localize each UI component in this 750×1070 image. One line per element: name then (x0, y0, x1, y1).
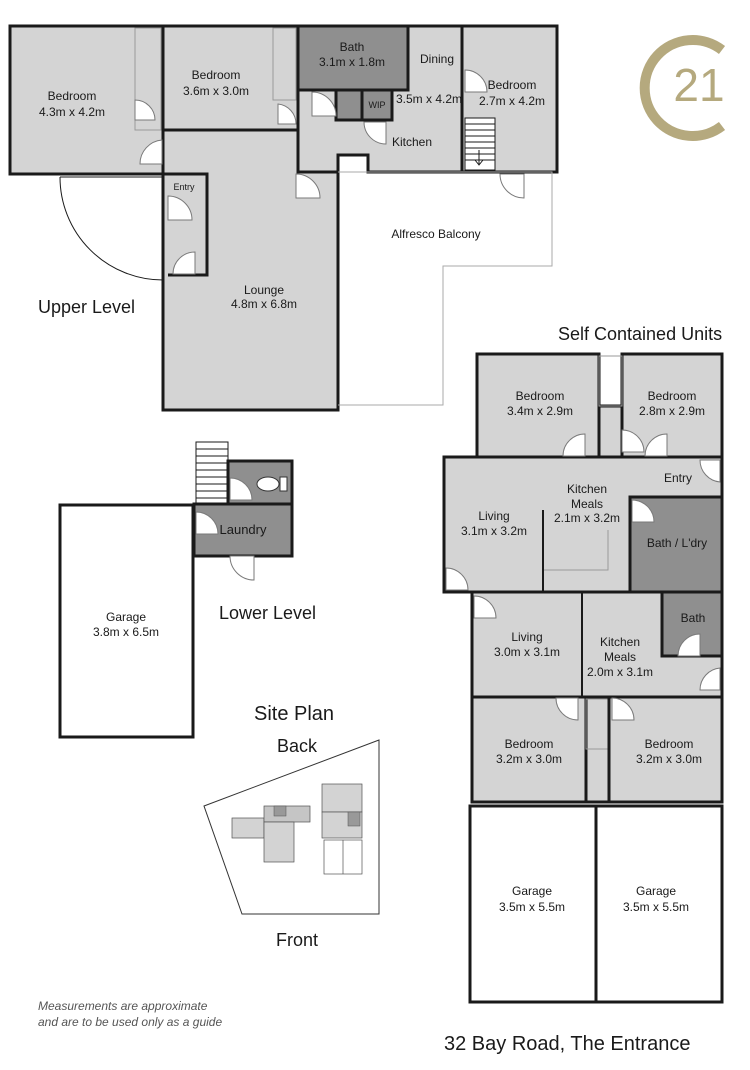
upper-bedroom-1-label: Bedroom (48, 89, 97, 103)
unit2-living-size: 3.0m x 3.1m (494, 645, 560, 659)
brand-logo-text: 21 (673, 59, 724, 111)
lower-garage-size: 3.8m x 6.5m (93, 625, 159, 639)
unit1-bedroom-2-label: Bedroom (648, 389, 697, 403)
lower-level: Laundry Garage 3.8m x 6.5m (58, 441, 294, 739)
upper-bath (296, 24, 410, 92)
balcony-label: Alfresco Balcony (391, 227, 480, 241)
unit1-kitchen-size: 2.1m x 3.2m (554, 511, 620, 525)
unit1-bedroom-2-size: 2.8m x 2.9m (639, 404, 705, 418)
upper-entry-label: Entry (173, 182, 195, 192)
unit2-bedroom-2-label: Bedroom (645, 737, 694, 751)
unit2-bedroom-2-size: 3.2m x 3.0m (636, 752, 702, 766)
unit2-kitchen-label: Kitchen (600, 635, 640, 649)
upper-wip-label: WIP (369, 100, 386, 110)
unit1-bath-label: Bath / L'dry (647, 536, 707, 550)
unit-garage-2 (594, 804, 724, 1004)
upper-bedroom-1-wardrobe (134, 27, 162, 131)
toilet-icon (256, 476, 280, 492)
unit2-meals-label: Meals (604, 650, 636, 664)
upper-bedroom-1-size: 4.3m x 4.2m (39, 105, 105, 119)
upper-lounge-size: 4.8m x 6.8m (231, 297, 297, 311)
upper-bedroom-2-label: Bedroom (192, 68, 241, 82)
lower-garage (58, 503, 195, 739)
disclaimer-line-1: Measurements are approximate (38, 999, 208, 1013)
site-plan-front-label: Front (276, 930, 318, 950)
upper-level: Bedroom 4.3m x 4.2m Bedroom 3.6m x 3.0m … (8, 24, 559, 412)
unit-garage-2-size: 3.5m x 5.5m (623, 900, 689, 914)
site-plan-map (203, 739, 380, 915)
site-plan-title: Site Plan (254, 703, 334, 725)
upper-dining-label: Dining (420, 52, 454, 66)
upper-bedroom-2-wardrobe (272, 27, 297, 101)
upper-bedroom-3-label: Bedroom (488, 78, 537, 92)
brand-logo: 21 (639, 35, 726, 141)
unit1-living-size: 3.1m x 3.2m (461, 524, 527, 538)
disclaimer-line-2: and are to be used only as a guide (38, 1015, 222, 1029)
unit2-living-label: Living (511, 630, 542, 644)
unit-garage-1-label: Garage (512, 884, 552, 898)
site-plan-back-label: Back (277, 736, 318, 756)
lower-level-title: Lower Level (219, 603, 316, 623)
upper-entry-wall (163, 172, 209, 277)
upper-storage (334, 88, 364, 122)
property-address: 32 Bay Road, The Entrance (444, 1033, 690, 1055)
upper-bedroom-2-size: 3.6m x 3.0m (183, 84, 249, 98)
unit1-hall (597, 404, 624, 459)
upper-lounge-label: Lounge (244, 283, 284, 297)
self-contained-title: Self Contained Units (558, 324, 722, 344)
upper-door-arc (59, 176, 164, 281)
balcony-outline (338, 171, 553, 406)
upper-dining-size: 3.5m x 4.2m (396, 92, 462, 106)
lower-laundry-label: Laundry (220, 522, 267, 537)
unit-garage-1 (468, 804, 598, 1004)
unit1-entry-label: Entry (664, 471, 692, 485)
upper-level-title: Upper Level (38, 297, 135, 317)
upper-bath-size: 3.1m x 1.8m (319, 55, 385, 69)
upper-kitchen-label: Kitchen (392, 135, 432, 149)
upper-stairs (464, 117, 496, 171)
unit-garage-2-label: Garage (636, 884, 676, 898)
unit1-living-label: Living (478, 509, 509, 523)
unit-garage-1-size: 3.5m x 5.5m (499, 900, 565, 914)
self-contained-units: Bedroom 3.4m x 2.9m Bedroom 2.8m x 2.9m … (442, 352, 724, 1004)
unit1-kitchen-label: Kitchen (567, 482, 607, 496)
unit2-bath-label: Bath (681, 611, 706, 625)
unit1-bedroom-1-label: Bedroom (516, 389, 565, 403)
unit2-bedroom-1-size: 3.2m x 3.0m (496, 752, 562, 766)
lower-garage-label: Garage (106, 610, 146, 624)
upper-bedroom-3-size: 2.7m x 4.2m (479, 94, 545, 108)
unit2-kitchen-size: 2.0m x 3.1m (587, 665, 653, 679)
upper-bath-label: Bath (340, 40, 365, 54)
unit1-bedroom-1-size: 3.4m x 2.9m (507, 404, 573, 418)
unit1-meals-label: Meals (571, 497, 603, 511)
unit2-bedroom-1-label: Bedroom (505, 737, 554, 751)
lower-stairs (195, 441, 229, 505)
